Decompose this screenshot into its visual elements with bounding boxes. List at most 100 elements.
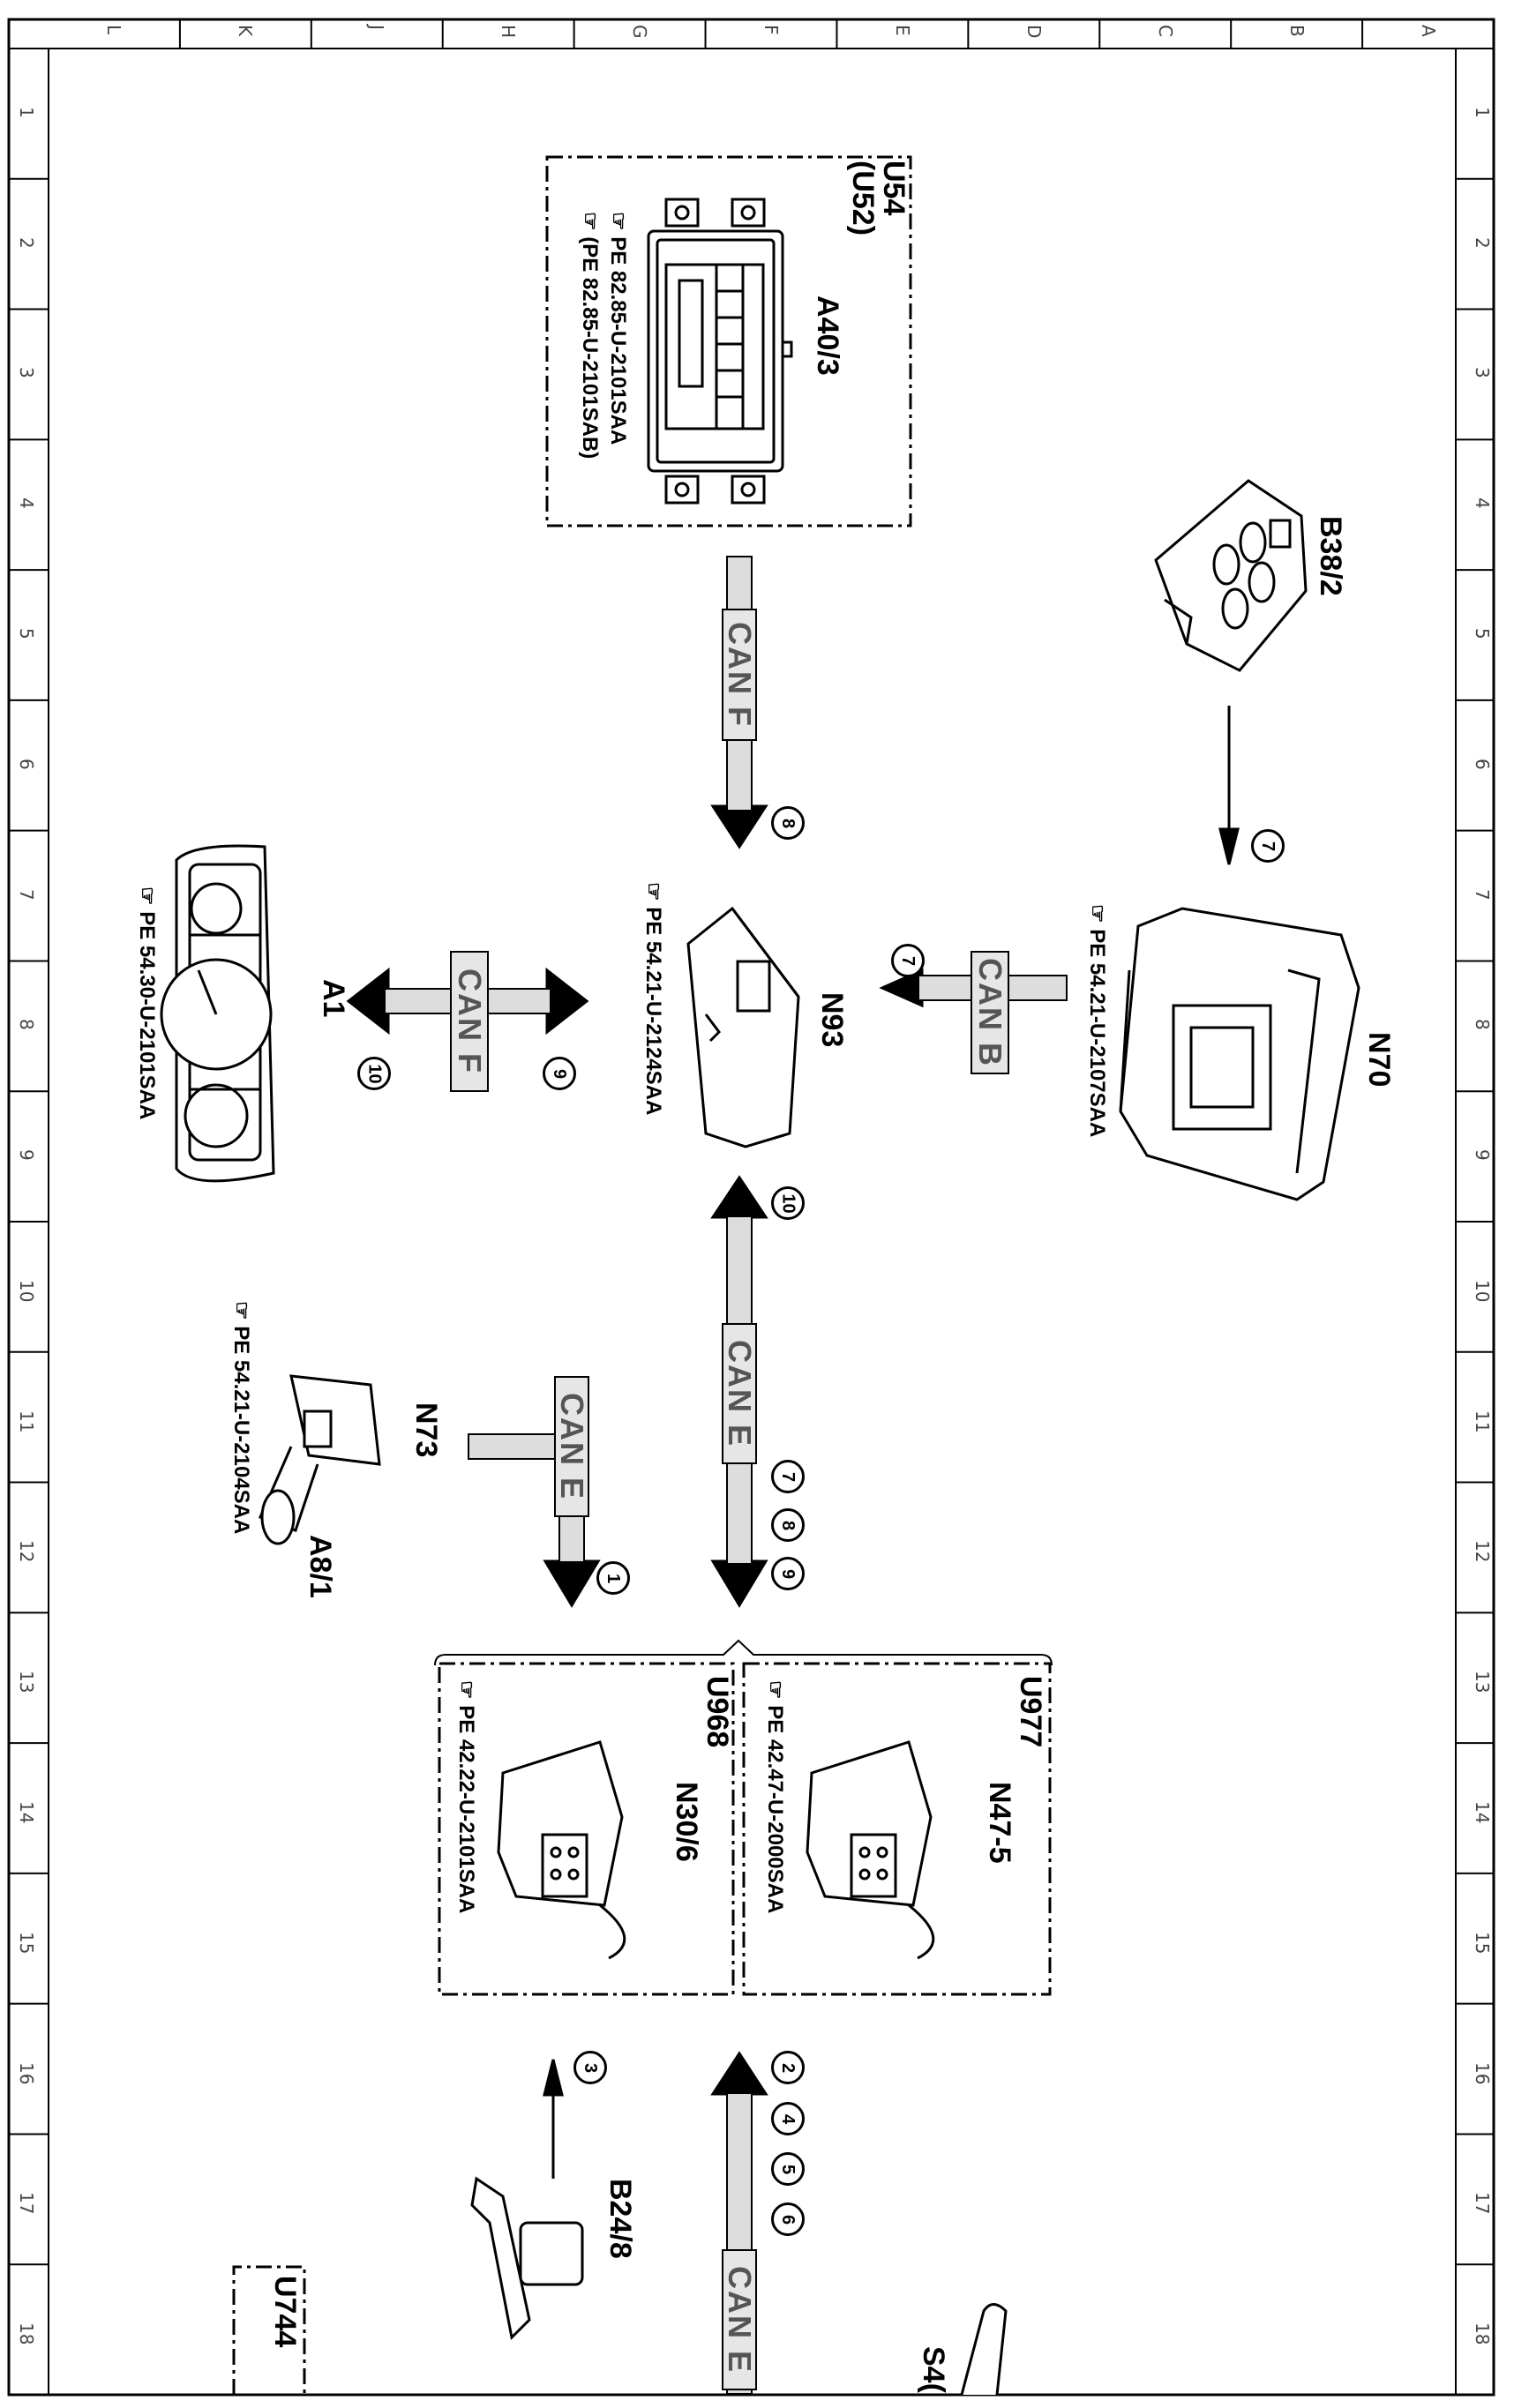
b24-8-sensor-drawing — [470, 2176, 584, 2341]
can-b-label: CAN B — [972, 958, 1008, 1067]
grid-row-label-right: 1 — [1472, 106, 1493, 118]
grid-row-label-left: 1 — [16, 106, 37, 118]
can-f-left-label: CAN F — [452, 968, 488, 1074]
n70-pe-ref: ☞ PE 54.21-U-2107SAA — [1085, 904, 1109, 1138]
grid-row-label-right: 16 — [1472, 2061, 1493, 2084]
a40-3-label: A40/3 — [811, 295, 844, 376]
n93-label: N93 — [815, 992, 849, 1048]
signal-number: 10 — [771, 1186, 805, 1220]
grid-row-label-right: 10 — [1472, 1279, 1493, 1303]
a8-1-label: A8/1 — [304, 1535, 337, 1598]
u977-pe-ref: ☞ PE 42.47-U-2000SAA — [763, 1680, 787, 1914]
n47-5-module-drawing — [806, 1740, 935, 1960]
grid-column-label: C — [1154, 25, 1176, 37]
grid-row-label-left: 17 — [16, 2192, 37, 2215]
can-e-bottom-label: CAN E — [722, 2265, 759, 2374]
grid-row-label-left: 6 — [16, 758, 37, 770]
grid-column-label: B — [1285, 25, 1308, 37]
n70-label: N70 — [1362, 1032, 1396, 1088]
b24-8-label: B24/8 — [603, 2179, 637, 2259]
u977-enclosure — [742, 1662, 1052, 1996]
u52-label: (U52) — [846, 161, 880, 236]
n93-gateway-drawing — [686, 906, 800, 1148]
grid-row-label-right: 11 — [1472, 1410, 1493, 1433]
grid-row-label-left: 14 — [16, 1801, 37, 1824]
signal-number: 9 — [543, 1057, 576, 1090]
grid-column-label: L — [103, 25, 125, 35]
grid-row-label-right: 17 — [1472, 2192, 1493, 2215]
signal-number: 1 — [596, 1561, 630, 1595]
a40-3-unit-drawing — [647, 198, 793, 505]
s4-label: S4( — [917, 2346, 950, 2393]
grid-row-label-right: 7 — [1472, 888, 1493, 901]
n30-6-module-drawing — [497, 1740, 626, 1960]
grid-row-label-left: 11 — [16, 1410, 37, 1433]
u744-label: U744 — [268, 2276, 302, 2348]
signal-number: 5 — [771, 2152, 805, 2186]
signal-number: 2 — [771, 2051, 805, 2084]
signal-number: 9 — [771, 1557, 805, 1590]
signal-number: 7 — [891, 944, 925, 977]
grid-column-label: A — [1417, 25, 1439, 37]
grid-row-label-right: 12 — [1472, 1540, 1493, 1563]
grid-column-label: G — [629, 25, 651, 39]
grid-row-label-left: 3 — [16, 367, 37, 379]
can-e-n73-label: CAN E — [554, 1392, 591, 1501]
n70-panel-drawing — [1119, 907, 1360, 1201]
signal-number: 10 — [357, 1057, 391, 1090]
signal-number: 4 — [771, 2102, 805, 2135]
b38-2-sensor-drawing — [1154, 479, 1308, 672]
grid-row-label-right: 18 — [1472, 2322, 1493, 2345]
grid-row-label-left: 9 — [16, 1149, 37, 1161]
grid-row-label-right: 13 — [1472, 1671, 1493, 1694]
u968-enclosure — [438, 1662, 735, 1996]
n73-label: N73 — [409, 1402, 443, 1458]
can-e-mid-chip: CAN E — [722, 1323, 758, 1464]
u54-pe-ref-alt: ☞ (PE 82.85-U-2101SAB) — [578, 212, 602, 460]
grid-row-label-left: 5 — [16, 628, 37, 639]
grid-column-label: D — [1023, 25, 1045, 39]
grid-row-label-left: 15 — [16, 1931, 37, 1955]
grid-column-label: H — [498, 25, 520, 39]
n30-6-label: N30/6 — [670, 1782, 703, 1862]
u54-label: U54 — [877, 161, 911, 216]
grid-column-label: J — [366, 25, 388, 30]
grid-row-label-left: 7 — [16, 888, 37, 901]
b38-2-label: B38/2 — [1314, 516, 1347, 596]
signal-number: 8 — [771, 1508, 805, 1542]
grid-row-label-right: 5 — [1472, 628, 1493, 639]
a1-instrument-cluster-drawing — [160, 844, 275, 1183]
grid-row-label-left: 16 — [16, 2061, 37, 2084]
grid-row-label-left: 13 — [16, 1671, 37, 1694]
n93-pe-ref: ☞ PE 54.21-U-2124SAA — [641, 882, 665, 1116]
can-f-left-chip: CAN F — [450, 951, 489, 1092]
signal-number: 6 — [771, 2202, 805, 2236]
signal-number: 7 — [771, 1460, 805, 1493]
grid-row-label-right: 15 — [1472, 1931, 1493, 1955]
grid-row-label-left: 10 — [16, 1279, 37, 1303]
u968-label: U968 — [701, 1676, 734, 1748]
grid-row-label-left: 4 — [16, 497, 37, 509]
can-f-top-chip: CAN F — [722, 609, 758, 741]
can-b-chip: CAN B — [971, 951, 1009, 1074]
grid-column-label: E — [891, 25, 913, 36]
n73-switch-drawing — [258, 1374, 381, 1545]
grid-row-label-right: 4 — [1472, 497, 1493, 509]
grid-row-label-left: 18 — [16, 2322, 37, 2345]
n73-pe-ref: ☞ PE 54.21-U-2104SAA — [229, 1301, 253, 1535]
signal-number: 3 — [573, 2051, 607, 2084]
grid-row-label-left: 8 — [16, 1019, 37, 1031]
can-e-n73-chip: CAN E — [554, 1376, 591, 1517]
a1-label: A1 — [317, 979, 350, 1018]
u744-enclosure — [232, 2265, 306, 2395]
grid-row-label-right: 6 — [1472, 758, 1493, 770]
u54-enclosure — [545, 155, 912, 527]
s4-stalk-drawing — [960, 2303, 1008, 2396]
grid-row-label-right: 8 — [1472, 1019, 1493, 1031]
grid-column-label: F — [761, 25, 782, 35]
grid-row-label-right: 9 — [1472, 1149, 1493, 1161]
u977-label: U977 — [1014, 1676, 1047, 1748]
can-f-top-label: CAN F — [722, 622, 758, 728]
